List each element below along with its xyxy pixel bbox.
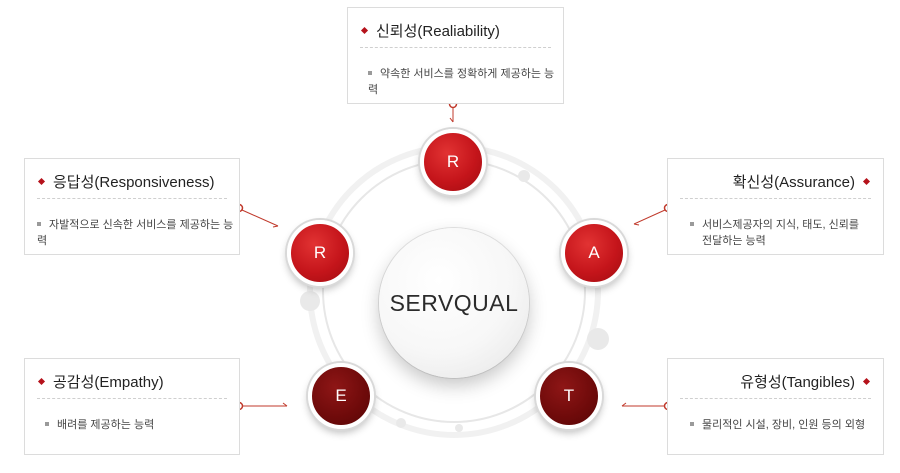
tangibles-desc-text: 물리적인 시설, 장비, 인원 등의 외형: [702, 419, 866, 431]
empathy-box: 공감성(Empathy) 배려를 제공하는 능력: [24, 358, 240, 455]
diamond-bullet-icon: [862, 377, 871, 385]
node-reliability: R: [420, 129, 486, 195]
assurance-desc-line1: 서비스제공자의 지식, 태도, 신뢰를: [702, 219, 859, 231]
empathy-title: 공감성(Empathy): [37, 371, 164, 392]
tangibles-title-text: 유형성(Tangibles): [740, 374, 855, 391]
divider: [37, 398, 227, 399]
diamond-bullet-icon: [360, 26, 369, 34]
decor-dot: [300, 291, 320, 311]
node-empathy: E: [308, 363, 374, 429]
square-bullet-icon: [690, 222, 694, 227]
diamond-bullet-icon: [37, 377, 46, 385]
node-responsiveness-letter: R: [313, 243, 327, 262]
decor-dot: [587, 328, 609, 350]
empathy-title-text: 공감성(Empathy): [53, 374, 164, 391]
empathy-desc: 배려를 제공하는 능력: [45, 417, 154, 433]
assurance-desc-line2: 전달하는 능력: [702, 235, 766, 247]
decor-dot: [518, 170, 530, 182]
square-bullet-icon: [45, 422, 49, 427]
assurance-box: 확신성(Assurance) 서비스제공자의 지식, 태도, 신뢰를 전달하는 …: [667, 158, 884, 255]
square-bullet-icon: [690, 422, 694, 427]
responsiveness-box: 응답성(Responsiveness) 자발적으로 신속한 서비스를 제공하는 …: [24, 158, 240, 255]
tangibles-box: 유형성(Tangibles) 물리적인 시설, 장비, 인원 등의 외형: [667, 358, 884, 455]
decor-dot: [396, 418, 406, 428]
reliability-desc-text: 약속한 서비스를 정확하게 제공하는 능력: [368, 68, 555, 96]
reliability-title: 신뢰성(Realiability): [360, 20, 500, 41]
center-circle: SERVQUAL: [379, 228, 529, 378]
square-bullet-icon: [368, 71, 372, 76]
reliability-desc: 약속한 서비스를 정확하게 제공하는 능력: [368, 66, 563, 98]
reliability-title-text: 신뢰성(Realiability): [376, 23, 500, 40]
assurance-desc: 서비스제공자의 지식, 태도, 신뢰를 전달하는 능력: [690, 217, 859, 249]
connector-line-assurance: [633, 209, 666, 225]
diamond-bullet-icon: [862, 177, 871, 185]
tangibles-title: 유형성(Tangibles): [740, 371, 871, 392]
node-tangibles-letter: T: [563, 386, 575, 405]
connector-line-responsiveness: [241, 209, 279, 227]
responsiveness-title: 응답성(Responsiveness): [37, 171, 215, 192]
divider: [360, 47, 551, 48]
tangibles-desc: 물리적인 시설, 장비, 인원 등의 외형: [690, 417, 865, 433]
divider: [680, 198, 871, 199]
responsiveness-desc: 자발적으로 신속한 서비스를 제공하는 능력: [37, 217, 239, 249]
divider: [680, 398, 871, 399]
reliability-box: 신뢰성(Realiability) 약속한 서비스를 정확하게 제공하는 능력: [347, 7, 564, 104]
divider: [37, 198, 227, 199]
assurance-title: 확신성(Assurance): [732, 171, 871, 192]
responsiveness-title-text: 응답성(Responsiveness): [53, 174, 215, 191]
assurance-title-text: 확신성(Assurance): [732, 174, 855, 191]
empathy-desc-text: 배려를 제공하는 능력: [57, 419, 155, 431]
node-responsiveness: R: [287, 220, 353, 286]
node-reliability-letter: R: [446, 152, 460, 171]
node-tangibles: T: [536, 363, 602, 429]
node-assurance: A: [561, 220, 627, 286]
decor-dot: [455, 424, 463, 432]
responsiveness-desc-text: 자발적으로 신속한 서비스를 제공하는 능력: [37, 219, 234, 247]
square-bullet-icon: [37, 222, 41, 227]
diamond-bullet-icon: [37, 177, 46, 185]
center-label: SERVQUAL: [389, 289, 519, 316]
node-assurance-letter: A: [588, 243, 600, 262]
node-empathy-letter: E: [335, 386, 347, 405]
